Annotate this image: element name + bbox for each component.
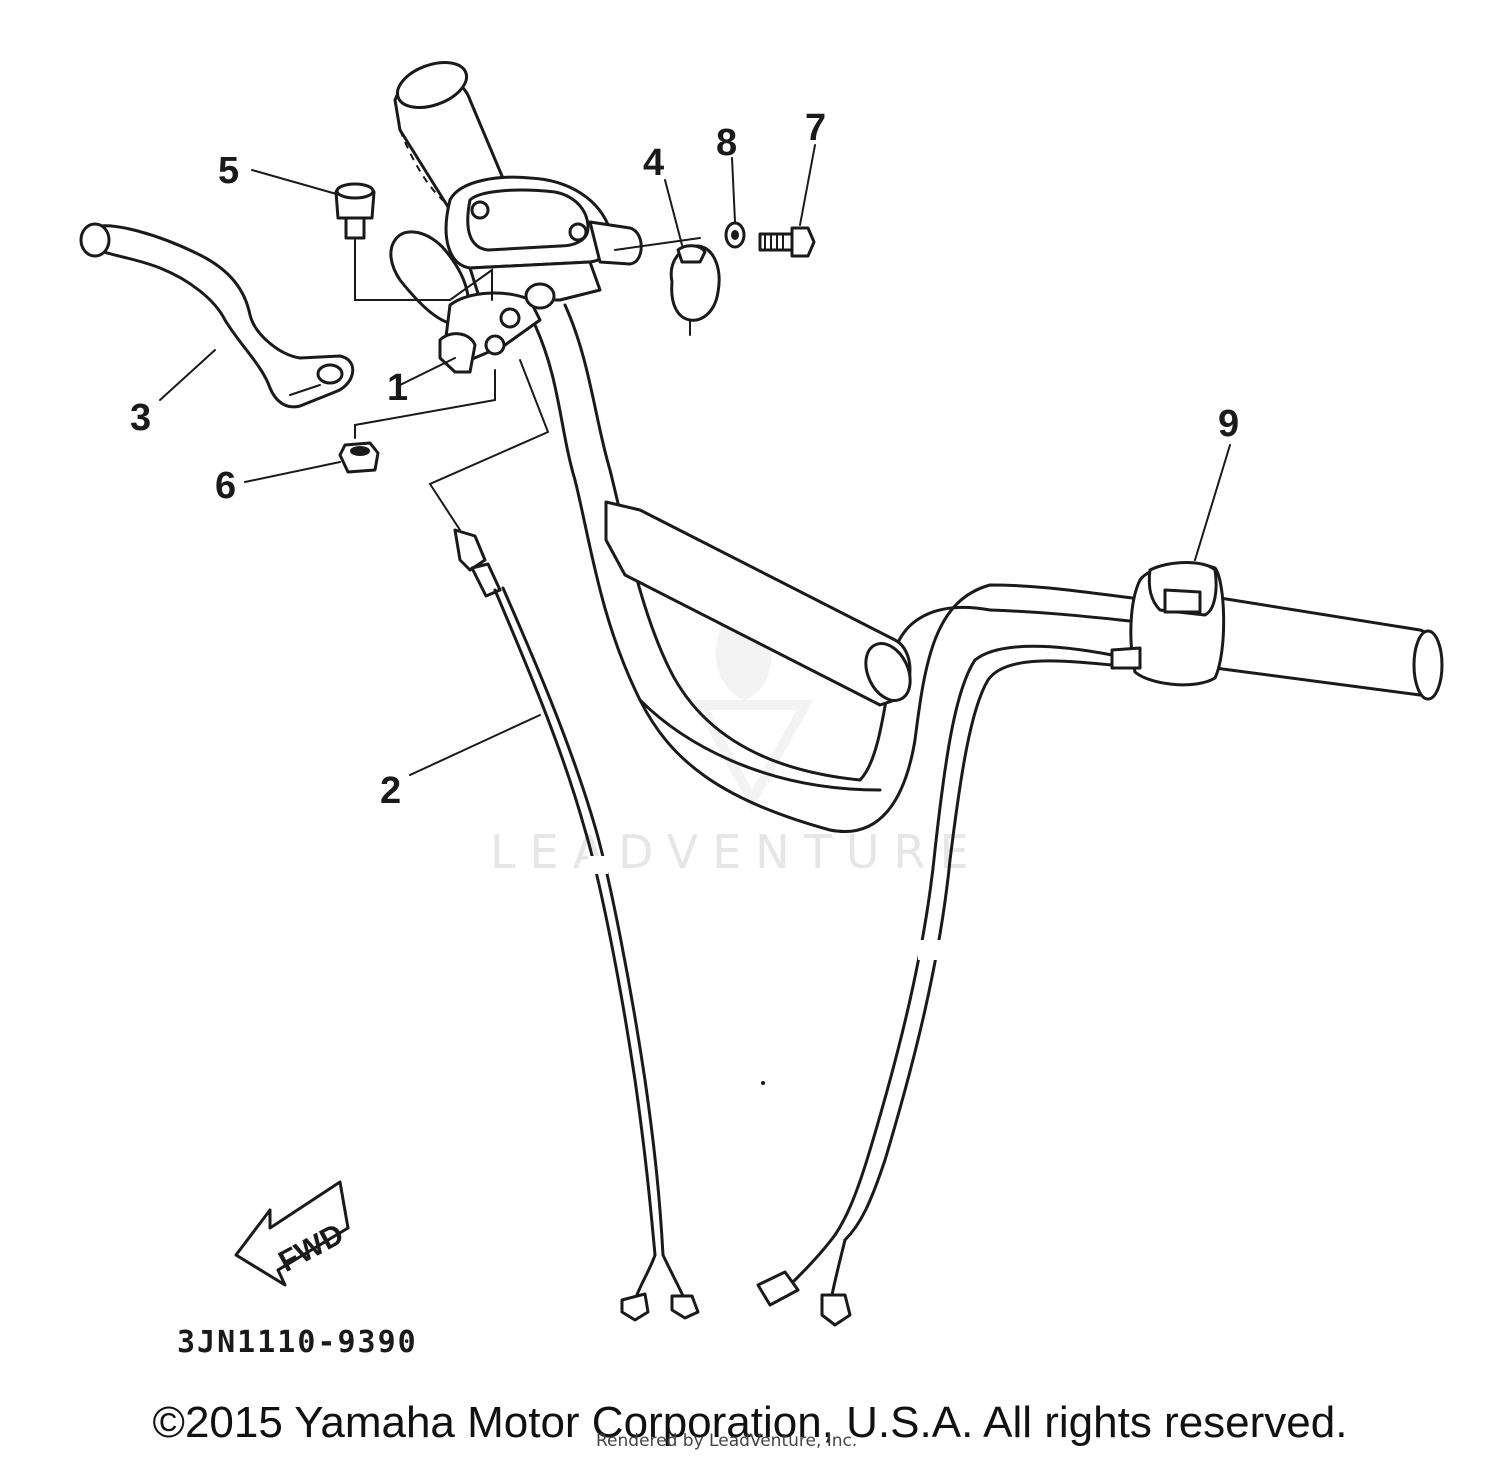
pivot-bolt	[334, 182, 376, 259]
master-cylinder	[389, 175, 643, 374]
callout-9: 9	[1218, 403, 1239, 445]
callout-2: 2	[380, 770, 401, 812]
callout-4: 4	[643, 142, 664, 184]
callout-leaders	[159, 144, 1231, 776]
right-grip	[1213, 596, 1444, 701]
callout-1: 1	[387, 367, 408, 409]
diagram-code: 3JN1110-9390	[177, 1325, 418, 1360]
callout-3: 3	[130, 397, 151, 439]
callout-7: 7	[805, 107, 826, 149]
callout-6: 6	[215, 465, 236, 507]
assembly-lines	[354, 237, 701, 531]
callout-5: 5	[218, 150, 239, 192]
washer	[724, 221, 746, 249]
clamp-bolt	[758, 226, 816, 258]
brake-lever	[79, 222, 355, 409]
fwd-arrow: FWD	[234, 1180, 350, 1287]
copyright-notice: ©2015 Yamaha Motor Corporation, U.S.A. A…	[152, 1398, 1348, 1447]
watermark-text: LEADVENTURE	[490, 825, 983, 879]
crossbar-pad	[604, 500, 912, 707]
callout-labels: 1 2 3 4 5 6 7 8 9	[130, 107, 1239, 812]
lever-nut	[338, 441, 380, 474]
clamp-holder	[669, 244, 721, 336]
handlebar-switch	[1110, 561, 1226, 687]
switch-wire-harness	[756, 644, 1114, 1327]
rendered-by-credit: Rendered by LeadVenture, Inc.	[596, 1431, 858, 1451]
callout-8: 8	[716, 122, 737, 164]
brake-switch-cable	[453, 528, 700, 1322]
